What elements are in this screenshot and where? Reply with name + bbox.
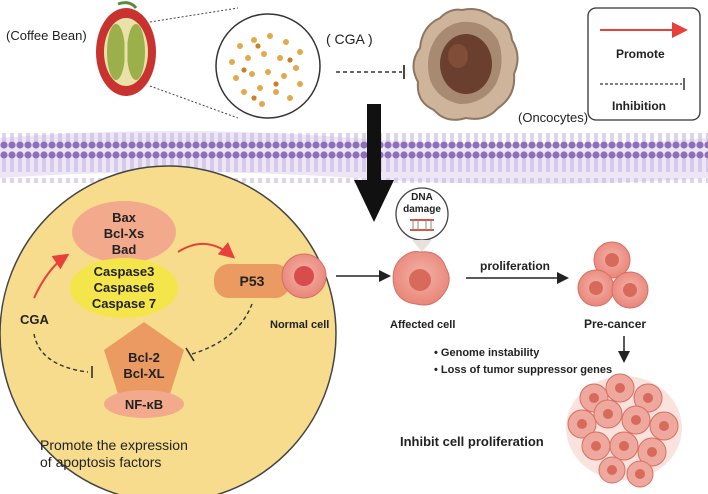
bullet-1: • Genome instability bbox=[434, 347, 540, 359]
cga-panel-label: CGA bbox=[20, 312, 50, 327]
p53-label: P53 bbox=[240, 273, 265, 289]
coffee-bean-label: (Coffee Bean) bbox=[6, 28, 87, 43]
dna-line-2: damage bbox=[403, 204, 441, 215]
affected-cell-label: Affected cell bbox=[390, 319, 455, 331]
bax-line-3: Bad bbox=[112, 242, 137, 257]
bullet-2: • Loss of tumor suppressor genes bbox=[434, 364, 612, 376]
nfkb-label: NF-κB bbox=[125, 397, 163, 412]
cga-label: ( CGA ) bbox=[326, 31, 373, 47]
caspase-line-2: Caspase6 bbox=[94, 280, 155, 295]
tumor-cluster-icon bbox=[566, 373, 682, 488]
oncocyte-icon bbox=[412, 8, 519, 121]
zoom-line-top bbox=[149, 7, 239, 23]
dna-bubble-tail bbox=[412, 240, 432, 252]
normal-cell-label: Normal cell bbox=[270, 319, 329, 331]
pre-cancer-label: Pre-cancer bbox=[584, 317, 646, 331]
bax-to-p53-arrow bbox=[177, 242, 236, 259]
bax-line-1: Bax bbox=[112, 210, 137, 225]
dna-damage-bubble: DNA damage bbox=[395, 187, 449, 241]
normal-cell-icon bbox=[281, 253, 327, 299]
coffee-bean-icon bbox=[96, 1, 156, 96]
bax-line-2: Bcl-Xs bbox=[104, 226, 144, 241]
p53-bcl-inhibition-bar bbox=[185, 347, 195, 362]
nfkb-group: NF-κB bbox=[104, 390, 184, 418]
legend-promote-label: Promote bbox=[616, 47, 665, 61]
caspase-group: Caspase3 Caspase6 Caspase 7 bbox=[70, 258, 178, 318]
legend-inhibition-label: Inhibition bbox=[612, 99, 666, 113]
cga-bcl-inhibition-line bbox=[33, 333, 89, 373]
caspase-line-3: Caspase 7 bbox=[92, 296, 156, 311]
cga-magnified-circle bbox=[215, 13, 321, 119]
p53-box: P53 bbox=[214, 264, 290, 298]
caption-line-1: Promote the expression bbox=[40, 437, 188, 453]
dna-helix-icon bbox=[410, 219, 434, 231]
cell-membrane bbox=[0, 131, 708, 184]
pre-cancer-cells-icon bbox=[577, 241, 649, 309]
caption-line-2: of apoptosis factors bbox=[40, 454, 161, 470]
proliferation-label: proliferation bbox=[480, 259, 550, 273]
p53-bcl-inhibition-line bbox=[191, 303, 253, 355]
caspase-line-1: Caspase3 bbox=[94, 264, 155, 279]
bcl-pentagon: Bcl-2 Bcl-XL bbox=[104, 322, 184, 394]
bcl-line-1: Bcl-2 bbox=[128, 350, 160, 365]
bax-group: Bax Bcl-Xs Bad bbox=[72, 201, 176, 263]
affected-cell-icon bbox=[392, 251, 450, 306]
dna-line-1: DNA bbox=[411, 192, 433, 203]
inhibit-proliferation-label: Inhibit cell proliferation bbox=[400, 434, 544, 449]
oncocytes-label: (Oncocytes) bbox=[518, 110, 588, 125]
legend: Promote Inhibition bbox=[587, 7, 701, 121]
cga-promote-arrow bbox=[33, 253, 70, 299]
big-down-arrow bbox=[354, 104, 394, 222]
bcl-line-2: Bcl-XL bbox=[123, 366, 164, 381]
